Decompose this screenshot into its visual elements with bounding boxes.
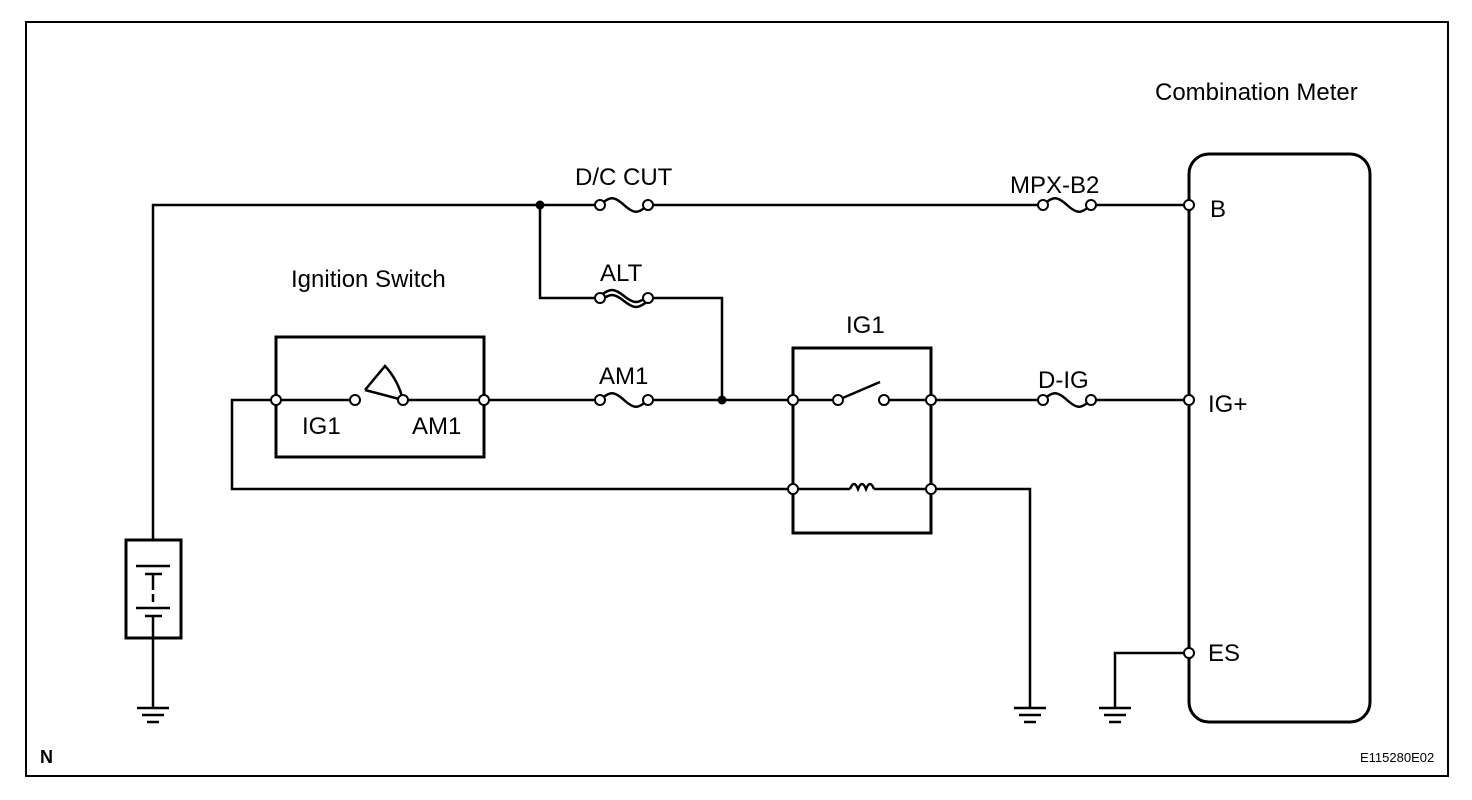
relay-ig1-label: IG1: [846, 312, 885, 339]
fuse-d-ig-label: D-IG: [1038, 367, 1089, 394]
fuse-d-ig-symbol: [1037, 392, 1097, 408]
ig1-relay-box: [787, 346, 937, 535]
switch-terminal-ig1-label: IG1: [302, 413, 341, 440]
fuse-am1-symbol: [594, 392, 654, 408]
fuse-dc-cut-symbol: [594, 197, 654, 213]
battery-symbol: [124, 538, 183, 640]
ground-symbol-battery: [137, 706, 169, 724]
combination-meter-label: Combination Meter: [1155, 79, 1358, 106]
fuse-mpx-b2-symbol: [1037, 197, 1097, 213]
ground-symbol-relay: [1014, 706, 1046, 724]
switch-terminal-am1-label: AM1: [412, 413, 461, 440]
figure-code: E115280E02: [1360, 750, 1434, 765]
meter-pin-b-label: B: [1210, 196, 1226, 223]
junction-dot: [535, 200, 545, 210]
ignition-switch-box: [270, 335, 490, 459]
fuse-dc-cut-label: D/C CUT: [575, 164, 673, 191]
combination-meter-box: [1183, 152, 1372, 724]
fuse-alt-label: ALT: [600, 260, 643, 287]
ignition-switch-label: Ignition Switch: [291, 266, 446, 293]
meter-pin-ig-label: IG+: [1208, 391, 1247, 418]
fuse-alt-symbol: [594, 288, 654, 309]
meter-pin-es-label: ES: [1208, 640, 1240, 667]
junction-dot: [717, 395, 727, 405]
ground-symbol-meter: [1099, 706, 1131, 724]
wires: [151, 203, 1189, 708]
corner-mark: N: [40, 747, 53, 767]
diagram-frame: [25, 21, 1449, 777]
fuse-mpx-b2-label: MPX-B2: [1010, 172, 1099, 199]
fuse-am1-label: AM1: [599, 363, 648, 390]
